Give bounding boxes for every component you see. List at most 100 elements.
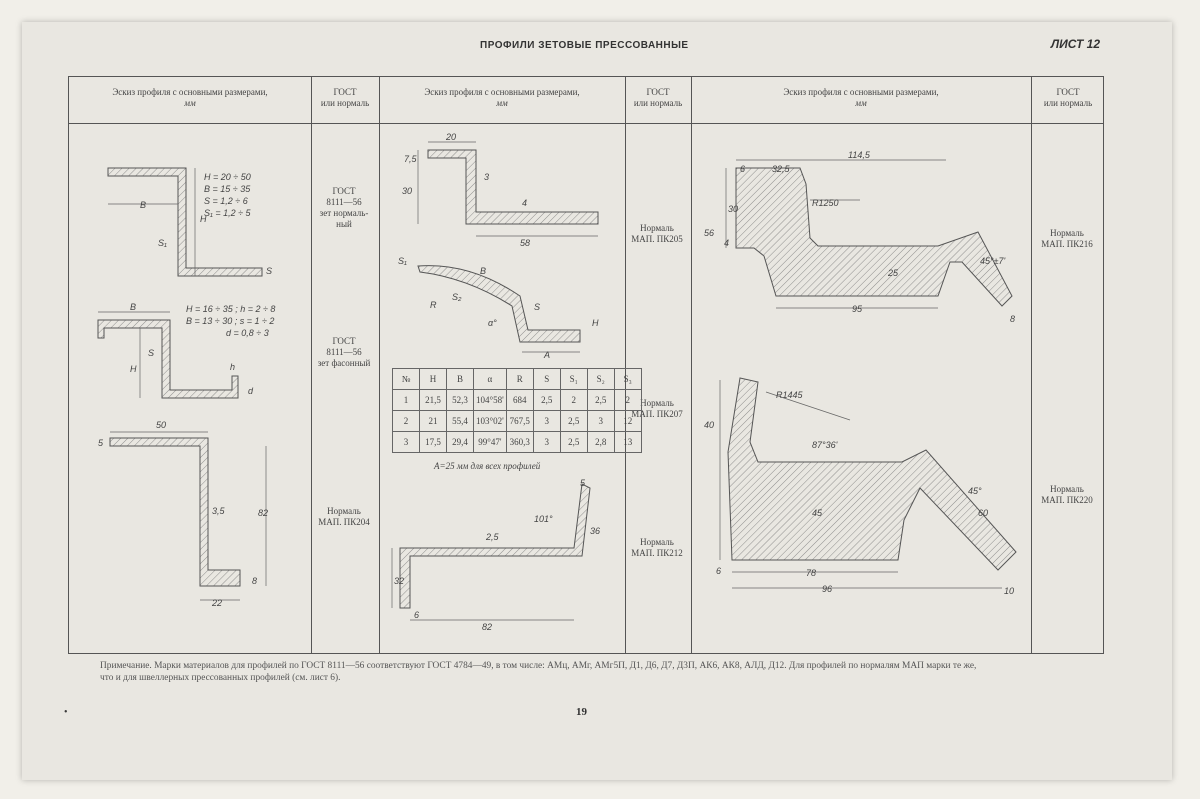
footnote-line: Примечание. Марки материалов для профиле… xyxy=(100,661,977,671)
table-cell: 684 xyxy=(505,389,534,411)
dimension-label: R xyxy=(430,300,437,310)
dimension-label: 8 xyxy=(252,576,257,586)
dimension-label: S₁ xyxy=(158,238,167,248)
dimension-label: S₂ xyxy=(452,292,462,302)
table-cell: 2,8 xyxy=(586,431,615,453)
dimension-label: H xyxy=(130,364,137,374)
dimension-label: R1445 xyxy=(776,390,804,400)
dimension-label: 95 xyxy=(852,304,863,314)
table-cell: 3 xyxy=(392,431,420,453)
table-cell: 52,3 xyxy=(446,389,474,411)
dimension-label: 10 xyxy=(1004,586,1014,596)
dimension-label: 8 xyxy=(1010,314,1015,324)
dimension-label: 82 xyxy=(258,508,268,518)
column-header-sketch: Эскиз профиля с основными размерами,мм xyxy=(112,87,268,108)
sheet-number: ЛИСТ 12 xyxy=(1050,37,1100,51)
dimension-label: 82 xyxy=(482,622,492,632)
table-header-cell: α xyxy=(473,368,507,390)
footnote: Примечание. Марки материалов для профиле… xyxy=(100,660,1090,684)
dimension-label: H xyxy=(200,214,207,224)
dimension-label: A xyxy=(543,350,550,360)
table-row: 2 21 55,4 103°02' 767,5 3 2,5 3 12 xyxy=(392,410,642,432)
column-divider xyxy=(625,77,626,653)
table-cell: 29,4 xyxy=(446,431,474,453)
table-header-cell: S₁ xyxy=(559,368,588,390)
dimension-label: 96 xyxy=(822,584,832,594)
column-header-sketch: Эскиз профиля с основными размерами,мм xyxy=(783,87,939,108)
table-cell: 3 xyxy=(532,410,561,432)
dimension-label: 30 xyxy=(728,204,738,214)
page-title: ПРОФИЛИ ЗЕТОВЫЕ ПРЕССОВАННЫЕ xyxy=(480,40,689,51)
table-cell: 2 xyxy=(559,389,588,411)
dimension-label: S xyxy=(148,348,154,358)
dimension-label: 32 xyxy=(394,576,404,586)
table-cell: 12 xyxy=(613,410,642,432)
parameter-table: № H B α R S S₁ S₂ S₃ 1 21,5 52,3 104°58'… xyxy=(392,368,642,453)
dimension-label: 78 xyxy=(806,568,816,578)
table-cell: 17,5 xyxy=(419,431,447,453)
dimension-label: 6 xyxy=(414,610,419,620)
column-divider xyxy=(379,77,380,653)
dimension-label: 36 xyxy=(590,526,600,536)
table-cell: 1 xyxy=(392,389,420,411)
dimension-label: 32,5 xyxy=(772,164,791,174)
dimension-label: 5 xyxy=(98,438,104,448)
table-cell: 21,5 xyxy=(419,389,447,411)
dimension-label: 114,5 xyxy=(848,150,871,160)
z-profile-sketch xyxy=(727,377,1017,571)
dimension-label: 45° xyxy=(968,486,982,496)
dimension-label: 2,5 xyxy=(485,532,500,542)
table-row: 1 21,5 52,3 104°58' 684 2,5 2 2,5 2 xyxy=(392,389,642,411)
table-header-cell: B xyxy=(446,368,474,390)
dimension-label: 6 xyxy=(716,566,721,576)
column-header-sketch: Эскиз профиля с основными размерами,мм xyxy=(424,87,580,108)
dimension-label: B xyxy=(140,200,146,210)
table-cell: 2 xyxy=(392,410,420,432)
dimension-label: 101° xyxy=(534,514,553,524)
dimension-label: S₁ xyxy=(398,256,407,266)
dimension-label: S = 1,2 ÷ 6 xyxy=(204,196,248,206)
dimension-label: B xyxy=(130,302,136,312)
profile-table: Эскиз профиля с основными размерами,мм Г… xyxy=(68,76,1104,654)
table-header-cell: S xyxy=(532,368,561,390)
z-profile-sketch xyxy=(735,167,1013,307)
dimension-label: 3,5 xyxy=(212,506,226,516)
table-note: A=25 мм для всех профилей xyxy=(434,461,541,471)
dimension-label: h xyxy=(230,362,235,372)
z-profile-sketch xyxy=(417,265,581,343)
table-cell: 2,5 xyxy=(586,389,615,411)
table-header-cell: H xyxy=(419,368,447,390)
table-cell: 360,3 xyxy=(505,431,534,453)
table-cell: 767,5 xyxy=(505,410,534,432)
z-profile-sketch xyxy=(109,437,241,587)
dimension-label: α° xyxy=(488,318,497,328)
dimension-label: 5 xyxy=(580,478,586,488)
dimension-label: 22 xyxy=(211,598,222,608)
dimension-label: 30 xyxy=(402,186,412,196)
dimension-label: d xyxy=(248,386,254,396)
table-header-row: № H B α R S S₁ S₂ S₃ xyxy=(392,368,642,390)
dimension-label: 50 xyxy=(156,420,166,430)
table-header-cell: R xyxy=(505,368,534,390)
table-header-cell: № xyxy=(392,368,420,390)
dimension-label: 20 xyxy=(445,132,456,142)
dimension-label: 25 xyxy=(887,268,899,278)
dimension-label: 45 xyxy=(812,508,823,518)
dimension-label: B = 13 ÷ 30 ; s = 1 ÷ 2 xyxy=(186,316,274,326)
dimension-label: R1250 xyxy=(812,198,839,208)
dimension-label: 4 xyxy=(522,198,527,208)
table-cell: 55,4 xyxy=(446,410,474,432)
table-cell: 2,5 xyxy=(559,431,588,453)
header-separator xyxy=(69,123,1103,124)
column-divider xyxy=(1031,77,1032,653)
dimension-label: 4 xyxy=(724,238,729,248)
table-cell: 3 xyxy=(532,431,561,453)
